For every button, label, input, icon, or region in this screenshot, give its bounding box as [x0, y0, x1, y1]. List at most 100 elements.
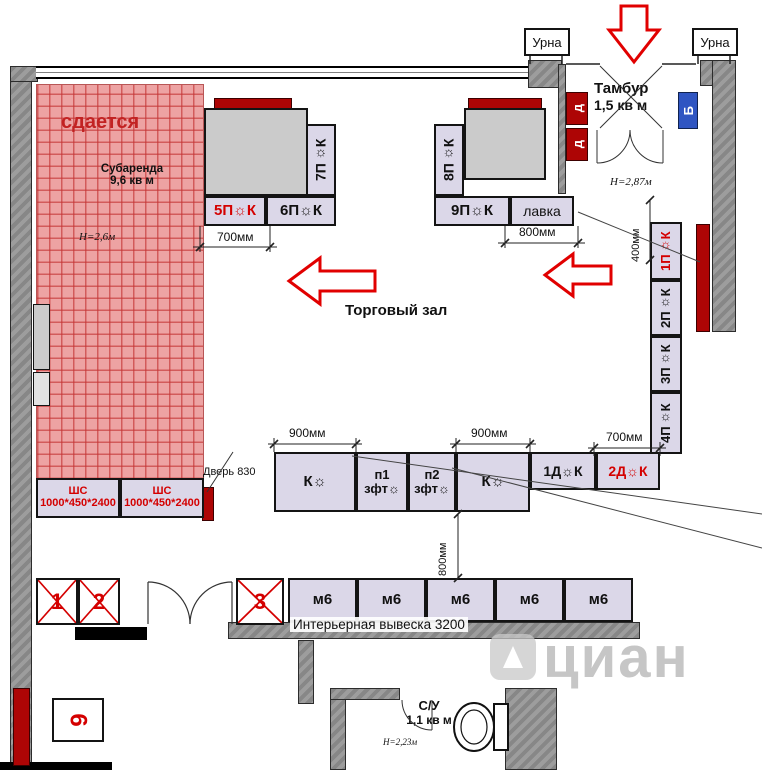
fixture-5pk: 5П☼К	[204, 196, 266, 226]
lease-wall-cabinet-2	[33, 372, 50, 406]
fixture-1dk-label: 1Д☼К	[543, 462, 583, 479]
fixture-8pk: 8П☼К	[434, 124, 464, 196]
crossed-box-2: 2	[78, 578, 120, 625]
sublease-height-label: Н=2,6м	[79, 231, 116, 243]
lease-title: сдается	[61, 111, 140, 133]
urn-left: Урна	[524, 28, 570, 56]
fixture-9pk-label: 9П☼К	[450, 202, 494, 220]
dimension-lines	[193, 195, 666, 583]
fixture-bench-label: лавка	[523, 202, 561, 219]
sublease-name: Субаренда	[100, 163, 164, 175]
sublease-caption: Субаренда 9,6 кв м	[77, 163, 187, 187]
toilet-icon	[453, 702, 509, 752]
fixture-2dk: 2Д☼К	[596, 452, 660, 490]
fixture-pos1-line2: зфт☼	[364, 481, 400, 496]
crossed-box-1: 1	[36, 578, 78, 625]
dim-900-left: 900мм	[289, 426, 326, 440]
fixture-6pk: 6П☼К	[266, 196, 336, 226]
cross-icon	[38, 580, 76, 623]
double-door-swing	[147, 581, 233, 625]
red-bar-bottom-left	[13, 688, 30, 766]
wall-right	[712, 60, 736, 332]
dim-700-top: 700мм	[217, 230, 254, 244]
fixture-k-right-label: К☼	[481, 473, 505, 491]
wall-black-bar	[75, 627, 147, 640]
fixture-4pk: 4П☼К	[650, 392, 682, 454]
fixture-2dk-label: 2Д☼К	[608, 462, 648, 479]
fixture-7pk-label: 7П☼К	[312, 138, 329, 182]
hall-title: Торговый зал	[345, 302, 448, 319]
sublease-area-value: 9,6 кв м	[110, 175, 154, 187]
cabinet-shs-2-name: ШС	[152, 485, 172, 498]
cross-icon	[80, 580, 118, 623]
bathroom-name: С/У	[418, 698, 440, 713]
door-label: Дверь 830	[203, 466, 256, 478]
dim-800-top: 800мм	[519, 225, 556, 239]
fixture-pos2-line1: п2	[424, 467, 440, 483]
cross-icon	[238, 580, 282, 623]
fixture-6pk-label: 6П☼К	[279, 202, 323, 220]
fixture-m6-label: м6	[519, 591, 540, 609]
urn-left-label: Урна	[532, 34, 562, 50]
dim-800-bottom: 800мм	[437, 542, 449, 576]
fixture-m6-label: м6	[450, 591, 471, 609]
radiator-label: д	[569, 140, 585, 149]
fixture-k-left: К☼	[274, 452, 356, 512]
entrance-arrow-icon	[605, 4, 663, 65]
wall-left	[10, 66, 32, 770]
crossed-box-3-number: 3	[253, 588, 267, 614]
radiator-label: д	[569, 104, 585, 113]
bathroom-label: С/У 1,1 кв м	[398, 698, 460, 727]
wall-su-left	[330, 688, 346, 770]
wall-top-left-corner	[10, 66, 38, 82]
fixture-m6-5: м6	[564, 578, 633, 622]
fixture-7pk: 7П☼К	[306, 124, 336, 196]
fixture-pos2-line2: зфт☼	[414, 481, 450, 496]
fixture-8pk-label: 8П☼К	[440, 138, 457, 182]
fixture-5pk-label: 5П☼К	[213, 202, 257, 220]
fixture-m6-label: м6	[381, 591, 402, 609]
fixture-k-right: К☼	[456, 452, 530, 512]
fixture-m6-label: м6	[312, 591, 333, 609]
flow-arrow-right-icon	[542, 251, 613, 299]
cabinet-shs-1-size: 1000*450*2400	[40, 497, 116, 509]
wall-bottom-mid	[298, 640, 314, 704]
riser-box-blue: Б	[678, 92, 698, 129]
fixture-3pk: 3П☼К	[650, 336, 682, 392]
fixture-pos1: п1 зфт☼	[356, 452, 408, 512]
box-6: 6	[52, 698, 104, 742]
cabinet-shs-2-size: 1000*450*2400	[124, 497, 200, 509]
counter-block-right	[464, 108, 546, 180]
lease-wall-cabinet-1	[33, 304, 50, 370]
tambour-label: Тамбур 1,5 кв м	[594, 80, 648, 113]
fixture-3pk-label: 3П☼К	[658, 344, 674, 384]
sign-label: Интерьерная вывеска 3200	[290, 617, 468, 632]
fixture-2pk-label: 2П☼К	[658, 288, 674, 328]
dim-900-right: 900мм	[471, 426, 508, 440]
urn-right-label: Урна	[700, 34, 730, 50]
wall-su-top	[330, 688, 400, 700]
red-vertical-bar-right	[696, 224, 710, 332]
urn-right: Урна	[692, 28, 738, 56]
fixture-m6-3: м6	[426, 578, 495, 622]
fixture-m6-label: м6	[588, 591, 609, 609]
window-band-top	[36, 66, 528, 79]
fixture-k-left-label: К☼	[303, 473, 327, 491]
fixture-9pk: 9П☼К	[434, 196, 510, 226]
wall-su-right-block	[505, 688, 557, 770]
crossed-box-1-number: 1	[50, 588, 64, 614]
radiator-box-top: д	[566, 92, 588, 125]
watermark-logo-icon	[490, 634, 536, 680]
bathroom-area: 1,1 кв м	[406, 713, 452, 727]
sublease-area: сдается Субаренда 9,6 кв м Н=2,6м	[36, 84, 204, 480]
fixture-2pk: 2П☼К	[650, 280, 682, 336]
fixture-1pk: 1П☼К	[650, 222, 682, 280]
riser-label: Б	[680, 105, 696, 116]
crossed-box-3: 3	[236, 578, 284, 625]
fixture-m6-1: м6	[288, 578, 357, 622]
wall-tambour-left	[558, 64, 566, 194]
cabinet-shs-1-name: ШС	[68, 485, 88, 498]
crossed-box-2-number: 2	[92, 588, 106, 614]
fixture-pos1-line1: п1	[374, 467, 390, 483]
